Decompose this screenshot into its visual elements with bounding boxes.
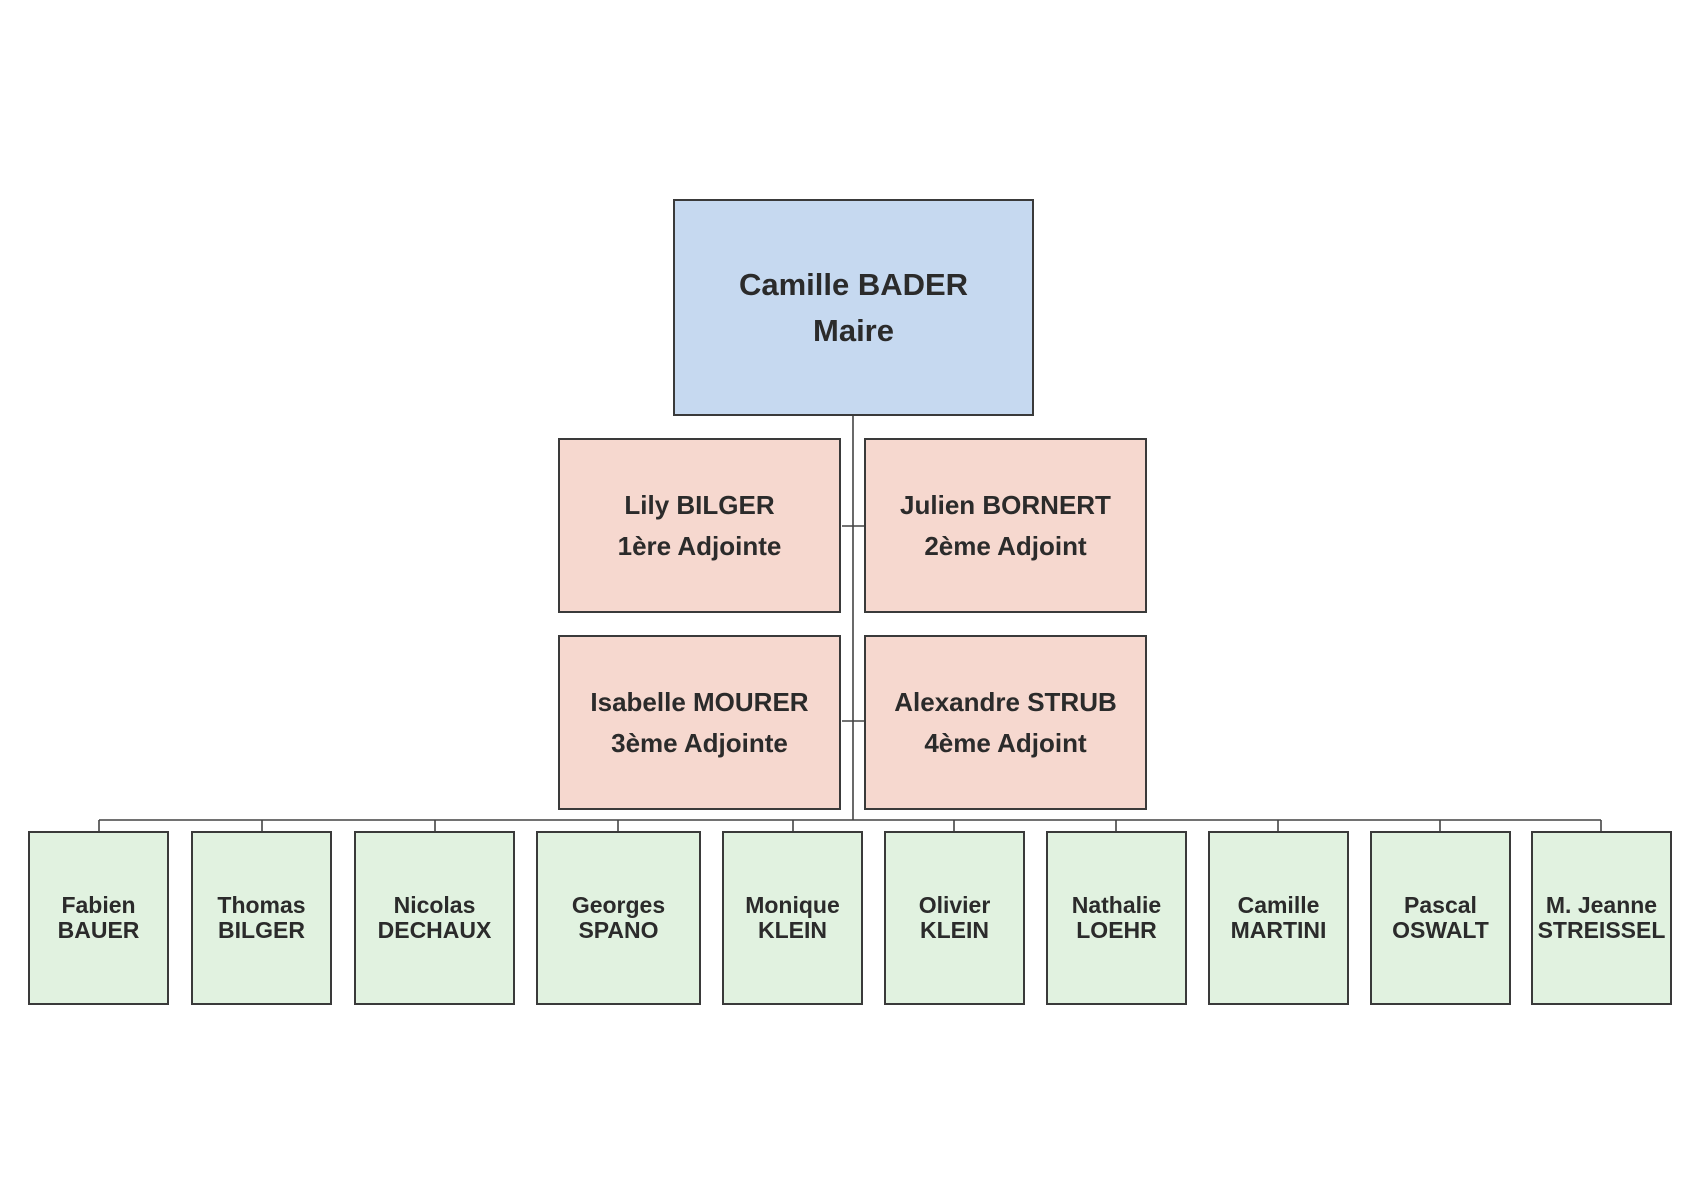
councillor-box: Pascal OSWALT xyxy=(1370,831,1511,1005)
councillor-last-name: OSWALT xyxy=(1392,917,1489,943)
deputy-title: 2ème Adjoint xyxy=(924,530,1087,561)
deputy-box-1: Lily BILGER 1ère Adjointe xyxy=(558,438,841,613)
councillor-box: Thomas BILGER xyxy=(191,831,332,1005)
councillor-box: Camille MARTINI xyxy=(1208,831,1349,1005)
deputy-name: Lily BILGER xyxy=(624,489,775,520)
councillor-last-name: STREISSEL xyxy=(1537,917,1666,943)
councillor-last-name: BILGER xyxy=(218,917,305,943)
councillor-first-name: Georges xyxy=(571,892,666,918)
deputy-name: Isabelle MOURER xyxy=(590,686,809,717)
deputy-box-4: Alexandre STRUB 4ème Adjoint xyxy=(864,635,1147,810)
deputy-title: 4ème Adjoint xyxy=(924,727,1087,758)
councillor-box: Fabien BAUER xyxy=(28,831,169,1005)
councillor-first-name: Pascal xyxy=(1404,892,1477,918)
councillor-first-name: Camille xyxy=(1237,892,1320,918)
councillor-first-name: Thomas xyxy=(217,892,306,918)
councillor-first-name: M. Jeanne xyxy=(1545,892,1658,918)
deputy-box-2: Julien BORNERT 2ème Adjoint xyxy=(864,438,1147,613)
councillor-first-name: Nathalie xyxy=(1071,892,1162,918)
councillor-box: Monique KLEIN xyxy=(722,831,863,1005)
deputy-box-3: Isabelle MOURER 3ème Adjointe xyxy=(558,635,841,810)
mayor-name: Camille BADER xyxy=(738,266,969,302)
councillor-box: M. Jeanne STREISSEL xyxy=(1531,831,1672,1005)
mayor-box: Camille BADER Maire xyxy=(673,199,1034,416)
councillor-box: Nathalie LOEHR xyxy=(1046,831,1187,1005)
councillor-box: Olivier KLEIN xyxy=(884,831,1025,1005)
councillor-first-name: Monique xyxy=(745,892,840,918)
deputy-name: Alexandre STRUB xyxy=(894,686,1117,717)
councillor-last-name: KLEIN xyxy=(758,917,827,943)
councillor-first-name: Olivier xyxy=(918,892,991,918)
councillor-last-name: BAUER xyxy=(57,917,140,943)
councillor-last-name: SPANO xyxy=(578,917,659,943)
councillor-box: Georges SPANO xyxy=(536,831,701,1005)
councillor-last-name: KLEIN xyxy=(920,917,989,943)
deputy-title: 1ère Adjointe xyxy=(617,530,782,561)
deputy-name: Julien BORNERT xyxy=(900,489,1111,520)
mayor-title: Maire xyxy=(813,312,894,348)
deputy-title: 3ème Adjointe xyxy=(611,727,788,758)
councillor-last-name: LOEHR xyxy=(1076,917,1157,943)
councillor-first-name: Fabien xyxy=(61,892,136,918)
councillor-last-name: DECHAUX xyxy=(377,917,492,943)
councillor-first-name: Nicolas xyxy=(393,892,476,918)
councillor-last-name: MARTINI xyxy=(1230,917,1327,943)
councillor-box: Nicolas DECHAUX xyxy=(354,831,515,1005)
